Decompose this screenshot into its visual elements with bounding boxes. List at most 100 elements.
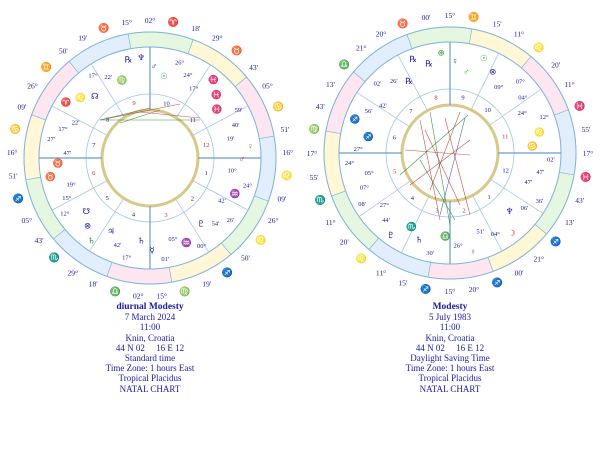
planet-position-label: 19' [227, 136, 235, 143]
planet-position-label: ℞ [405, 76, 413, 86]
chart-coords: 44 N 02 16 E 12 [0, 343, 300, 353]
sign-degree-label: 55' [310, 173, 320, 182]
planet-position-label: ♉ [53, 158, 64, 168]
chart-house-system: Tropical Placidus [300, 373, 600, 383]
sign-degree-label: ♓ [574, 100, 585, 111]
planet-position-label: 42' [218, 197, 226, 204]
planet-position-label: ⊗ [84, 221, 91, 231]
planet-position-label: ☋ [83, 206, 91, 216]
sign-degree-label: 51' [280, 125, 290, 134]
planet-position-label: ♄ [415, 235, 423, 245]
sign-degree-label: ♎ [339, 58, 350, 69]
sign-degree-label: ♐ [420, 283, 431, 294]
sign-degree-label: 26° [268, 216, 279, 225]
planet-position-label: ♋ [527, 141, 538, 151]
sign-degree-label: 13' [326, 80, 336, 89]
planet-position-label: 54' [212, 221, 220, 228]
planet-position-label: ♂ [151, 61, 157, 71]
sign-degree-label: 18' [89, 280, 99, 289]
sign-degree-label: ♊ [468, 11, 479, 22]
house-number: 5 [106, 195, 109, 202]
chart-type: NATAL CHART [0, 384, 300, 394]
house-number: 11 [502, 134, 508, 141]
planet-position-label: 07° [516, 78, 526, 85]
chart-date: 5 July 1983 [300, 312, 600, 322]
aspect-center-ring [102, 110, 198, 206]
planet-position-label: 09° [494, 84, 504, 91]
planet-position-label: ♄ [88, 235, 96, 245]
planet-position-label: 04° [518, 95, 528, 102]
planet-position-label: ♀ [452, 56, 458, 66]
planet-position-label: 02' [547, 157, 555, 164]
sign-degree-label: ♌ [533, 41, 544, 52]
sign-degree-label: 51' [9, 172, 19, 181]
sign-degree-label: ♈ [168, 16, 179, 27]
planet-position-label: ♆ [506, 206, 514, 216]
sign-degree-label: ♍ [179, 286, 190, 297]
sign-degree-label: 20' [340, 238, 350, 247]
sign-degree-label: 50' [241, 254, 251, 263]
sign-degree-label: 20° [376, 29, 387, 38]
chart-house-system: Tropical Placidus [0, 373, 300, 383]
planet-position-label: ☊ [91, 91, 99, 101]
sign-degree-label: 02° [133, 292, 144, 300]
chart-time-zone: Time Zone: 1 hours East [0, 363, 300, 373]
sign-degree-label: 17° [307, 149, 318, 158]
sign-degree-label: 00' [515, 269, 525, 278]
sign-degree-label: 11° [376, 269, 386, 278]
planet-position-label: ♌ [534, 127, 545, 137]
house-number: 3 [164, 212, 167, 219]
sign-degree-label: 15' [493, 19, 503, 28]
chart-name: Modesty [300, 302, 600, 312]
sign-degree-label: 00' [422, 13, 432, 22]
house-number: 9 [132, 100, 135, 107]
sign-degree-label: 20' [551, 60, 561, 69]
sign-degree-label: 11° [514, 29, 524, 38]
sign-degree-label: 11° [325, 218, 335, 227]
planet-position-label: 10° [228, 167, 238, 174]
chart-time: 11:00 [300, 322, 600, 332]
chart-time-type: Daylight Saving Time [300, 353, 600, 363]
planet-position-label: 24° [518, 110, 528, 117]
sign-degree-label: 09' [278, 194, 288, 203]
planet-position-label: 04° [491, 231, 501, 238]
planet-position-label: 26° [453, 243, 463, 250]
planet-position-label: 47' [524, 179, 532, 186]
sign-degree-label: 15° [156, 292, 167, 300]
chart-time-zone: Time Zone: 1 hours East [300, 363, 600, 373]
planet-position-label: 27' [47, 136, 55, 143]
planet-position-label: 01' [161, 256, 169, 263]
chart-date: 7 March 2024 [0, 312, 300, 322]
natal-chart-wheel: 11109876543211215°♊15'11°♌20'11°♓55'17°♓… [300, 0, 600, 300]
planet-position-label: ♒ [181, 237, 192, 247]
sign-degree-label: 50' [59, 47, 69, 56]
planet-position-label: 07° [360, 185, 370, 192]
planet-position-label: ♉ [45, 171, 56, 181]
planet-position-label: 40' [232, 122, 240, 129]
planet-position-label: ♒ [230, 188, 241, 198]
sign-degree-label: 19' [78, 34, 88, 43]
sign-degree-label: ♌ [255, 234, 266, 245]
planet-position-label: ♄ [137, 236, 145, 246]
chart-name: diurnal Modesty [0, 302, 300, 312]
planet-position-label: ♀ [470, 246, 476, 256]
sign-degree-label: ♏ [315, 194, 326, 205]
planet-position-label: 44' [382, 217, 390, 224]
planet-position-label: ♇ [197, 218, 205, 228]
house-number: 2 [191, 196, 194, 203]
sign-degree-label: ♎ [110, 286, 121, 297]
planet-position-label: ♇ [387, 230, 395, 240]
planet-position-label: 36' [536, 198, 544, 205]
sign-degree-label: 02° [145, 16, 156, 25]
sign-degree-label: 21° [356, 43, 367, 52]
planet-position-label: 30' [426, 250, 434, 257]
house-number: 10 [484, 107, 491, 114]
sign-degree-label: 21° [533, 255, 544, 264]
house-number: 1 [488, 194, 491, 201]
house-number: 8 [434, 95, 437, 102]
planet-position-label: ℞ [409, 54, 417, 64]
chart-place: Knin, Croatia [0, 333, 300, 343]
chart-place: Knin, Croatia [300, 333, 600, 343]
sign-degree-label: 15' [398, 279, 408, 288]
planet-position-label: 24° [243, 182, 253, 189]
